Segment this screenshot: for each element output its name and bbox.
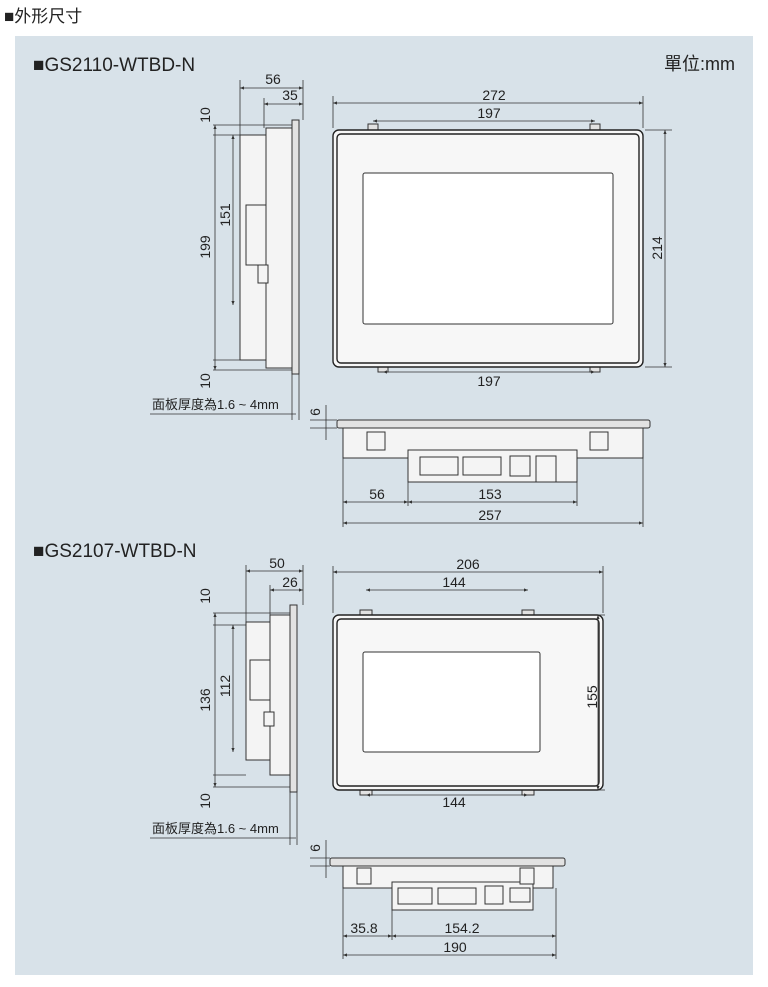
side-view: 56 35 10 199 151 10 面板厚度為1.6 ~ 4mm (150, 71, 304, 420)
dim-top-margin: 10 (197, 107, 213, 123)
front-view: 206 144 144 155 (332, 556, 605, 810)
dim-bottom-margin: 10 (197, 373, 213, 389)
model-title: ■GS2110-WTBD-N (33, 55, 195, 76)
dim-height-body: 151 (217, 203, 233, 227)
dim-height-body: 112 (217, 675, 233, 698)
model-gs2110: ■GS2110-WTBD-N 56 35 10 199 151 10 面板厚度為… (33, 55, 672, 527)
unit-label: 單位:mm (664, 54, 735, 74)
model-gs2107: ■GS2107-WTBD-N 50 26 10 136 112 10 面板厚度為… (33, 541, 605, 959)
dim-body-width: 257 (478, 507, 502, 523)
dim-bezel: 6 (307, 844, 323, 852)
dim-depth-body: 35 (282, 87, 298, 103)
dim-tab-bottom: 197 (477, 373, 501, 389)
model-title: ■GS2107-WTBD-N (33, 541, 197, 562)
dim-front-width: 206 (456, 556, 480, 572)
panel-thickness-note: 面板厚度為1.6 ~ 4mm (152, 821, 279, 836)
screen-area (362, 172, 614, 325)
front-view: 272 197 197 214 (332, 87, 672, 389)
panel-thickness-note: 面板厚度為1.6 ~ 4mm (152, 397, 279, 412)
dim-front-height: 214 (649, 236, 665, 260)
dim-front-height: 155 (584, 685, 600, 709)
side-view: 50 26 10 136 112 10 面板厚度為1.6 ~ 4mm (150, 555, 304, 845)
bottom-view: 6 56 153 257 (307, 405, 651, 527)
dim-offset: 56 (369, 486, 385, 502)
dim-depth-total: 50 (269, 555, 285, 571)
dim-bezel: 6 (307, 408, 323, 416)
dim-depth-total: 56 (265, 71, 281, 87)
dim-height-total: 136 (197, 688, 213, 712)
dim-bottom-margin: 10 (197, 793, 213, 809)
dim-body-width: 190 (443, 939, 467, 955)
dim-tab-bottom: 144 (442, 794, 466, 810)
dim-front-width: 272 (482, 87, 506, 103)
dim-tab-top: 144 (442, 574, 466, 590)
section-heading: ■外形尺寸 (4, 7, 82, 26)
dim-height-total: 199 (197, 235, 213, 259)
dim-tab-top: 197 (477, 105, 501, 121)
dim-top-margin: 10 (197, 588, 213, 604)
dim-depth-body: 26 (282, 574, 298, 590)
dim-ports-width: 153 (478, 486, 502, 502)
dim-ports-width: 154.2 (444, 920, 479, 936)
dim-offset: 35.8 (350, 920, 377, 936)
screen-area (362, 651, 541, 753)
bottom-view: 6 35.8 154.2 190 (307, 840, 566, 959)
